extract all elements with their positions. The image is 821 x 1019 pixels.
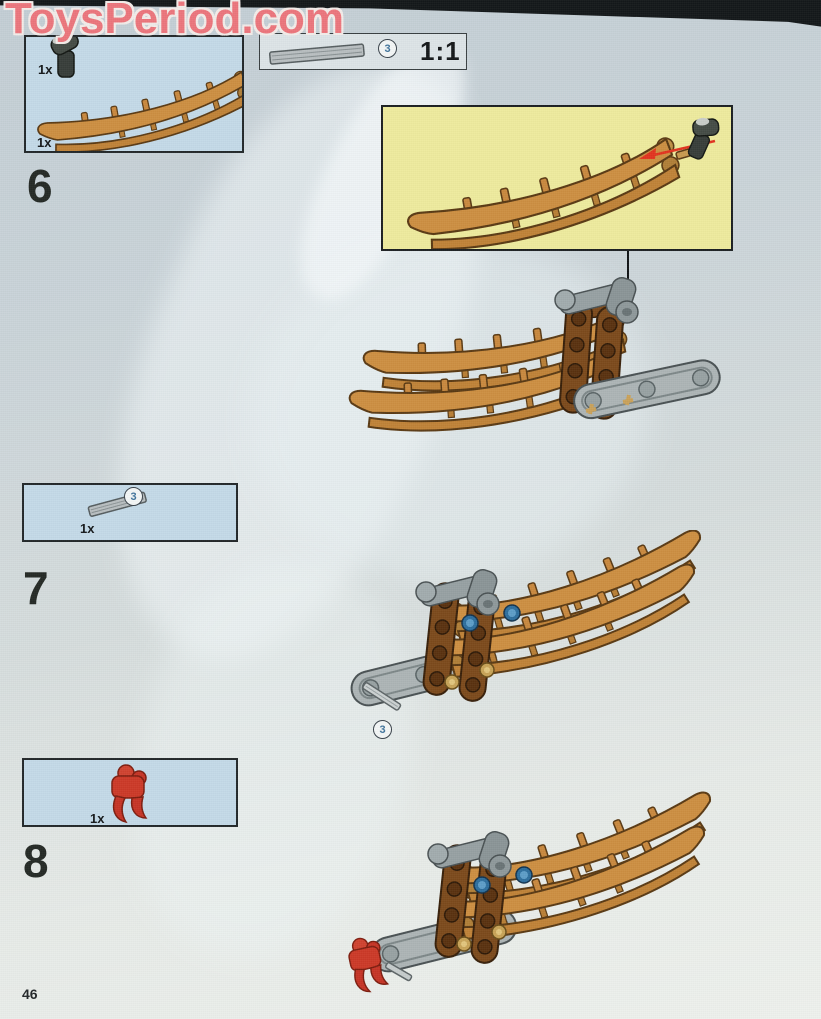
gold-pin-icon xyxy=(491,924,507,940)
cross-axle-holes xyxy=(585,394,634,415)
red-claw-icon xyxy=(111,764,147,823)
axle-count-badge: 3 xyxy=(124,487,143,506)
assembly-axle-count: 3 xyxy=(379,723,386,736)
step8-parts-illustration xyxy=(111,764,147,823)
step8-number: 8 xyxy=(23,835,49,887)
step6-part1-qty: 1x xyxy=(38,62,53,77)
step6-number: 6 xyxy=(27,160,53,212)
step7-assembly-axle-badge: 3 xyxy=(373,720,392,739)
step6-parts-illustration xyxy=(35,37,242,151)
step6-parts-box xyxy=(24,35,244,153)
gold-pin-icon xyxy=(479,662,495,678)
page-number: 46 xyxy=(22,986,38,1002)
site-watermark-logo: ToysPeriod.com xyxy=(5,0,345,43)
blue-pin-icon xyxy=(461,614,479,632)
scale-ratio-label: 1:1 xyxy=(420,36,461,66)
inserted-axle-icon xyxy=(362,682,402,711)
step6-assembly-illustration xyxy=(346,270,724,462)
callout-illustration xyxy=(404,107,726,249)
callout-box xyxy=(381,105,733,251)
step7-part1-qty: 1x xyxy=(80,521,95,536)
step7-assembly-illustration xyxy=(347,530,710,711)
step8-assembly-illustration xyxy=(344,790,720,996)
scale-axle-count-badge: 3 xyxy=(378,39,397,58)
gold-pin-icon xyxy=(444,674,460,690)
step6-part2-qty: 1x xyxy=(37,135,52,150)
blue-pin-icon xyxy=(473,876,491,894)
step7-parts-box xyxy=(22,483,238,542)
axle-count: 3 xyxy=(130,490,137,503)
step7-number: 7 xyxy=(23,562,49,614)
blue-pin-icon xyxy=(515,866,533,884)
axle-stub-icon xyxy=(384,961,413,982)
callout-blade-icon xyxy=(404,107,690,249)
blue-pin-icon xyxy=(503,604,521,622)
scale-axle-count: 3 xyxy=(384,42,391,55)
scale-box xyxy=(259,33,467,70)
gold-pin-icon xyxy=(456,936,472,952)
scale-axle-icon xyxy=(268,43,365,65)
step8-parts-box xyxy=(22,758,238,827)
step8-part1-qty: 1x xyxy=(90,811,105,826)
